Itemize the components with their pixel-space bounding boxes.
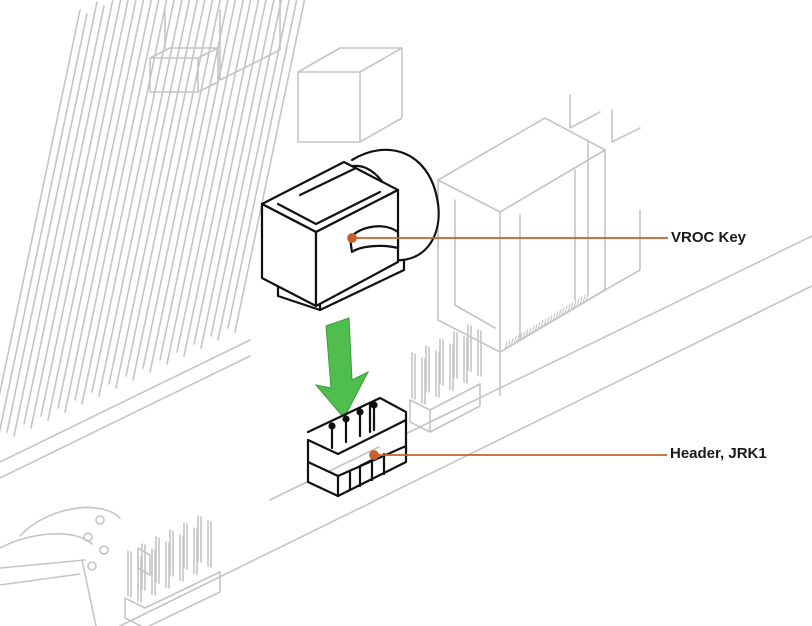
vroc-key [260, 148, 440, 312]
heatsink-fin [125, 0, 206, 377]
vroc-key-leader-dot [347, 233, 357, 243]
heatsink-fin [159, 0, 237, 361]
header-jrk1-label: Header, JRK1 [670, 445, 767, 462]
jrk1-header [306, 396, 408, 498]
slot-contact [516, 334, 520, 344]
slot-contact [543, 318, 547, 328]
heatsink-fin [227, 0, 298, 329]
slot-contact [558, 309, 562, 319]
heatsink-fin [64, 0, 153, 413]
heatsink-fin [91, 0, 175, 393]
slot-contacts [504, 292, 589, 351]
slot-contact [579, 296, 583, 306]
slot-contact [546, 316, 550, 326]
slot-contact [510, 337, 514, 347]
slot-contact [552, 312, 556, 322]
heatsink-fin [193, 0, 267, 345]
slot-contact [564, 305, 568, 315]
heatsink-fins [0, 0, 306, 437]
heatsink-fin [81, 0, 168, 405]
heatsink-fin [132, 0, 214, 381]
heatsink-fin [210, 0, 283, 337]
slot-contact [573, 300, 577, 310]
header-leader-dot [369, 450, 379, 460]
heatsink-fin [47, 0, 137, 421]
vroc-key-label: VROC Key [671, 229, 747, 246]
heatsink-fin [98, 0, 183, 397]
pin-header-bottom [127, 515, 212, 603]
slot-contact [567, 303, 571, 313]
heatsink-fin [149, 0, 229, 373]
heatsink-fin [108, 0, 191, 385]
heatsink-fin [200, 0, 275, 349]
down-arrow-icon [314, 317, 370, 419]
heatsink-fin [166, 0, 245, 365]
slot-contact [576, 298, 580, 308]
heatsink-fin [217, 0, 290, 341]
heatsink-fin [57, 0, 145, 409]
heatsink-fin [176, 0, 252, 353]
slot-contact [528, 327, 532, 337]
slot-contact [507, 339, 511, 349]
slot-contact [540, 319, 544, 329]
slot-contact [504, 341, 508, 351]
heatsink-fin [183, 0, 260, 357]
slot-contact [537, 321, 541, 331]
slot-contact [582, 294, 586, 304]
callout-leaders [347, 233, 668, 460]
slot-contact [555, 310, 559, 320]
heatsink-fin [40, 0, 129, 417]
heatsink-fin [6, 1, 98, 433]
slot-contact [531, 325, 535, 335]
pin-header-right [411, 324, 482, 405]
heatsink-fin [23, 0, 114, 425]
slot-contact [534, 323, 538, 333]
heatsink-fin [13, 5, 105, 437]
slot-contact [522, 330, 526, 340]
slot-contact [570, 301, 574, 311]
heatsink-fin [115, 0, 199, 389]
heatsink-fin [142, 0, 221, 369]
slot-contact [561, 307, 565, 317]
slot-contact [549, 314, 553, 324]
slot-contact [519, 332, 523, 342]
heatsink-fin [0, 9, 81, 397]
heatsink-fin [0, 13, 88, 434]
slot-contact [513, 336, 517, 346]
slot-contact [585, 292, 589, 302]
slot-contact [525, 328, 529, 338]
heatsink-fin [234, 0, 306, 333]
heatsink-fin [30, 0, 122, 429]
heatsink-fin [74, 0, 160, 401]
